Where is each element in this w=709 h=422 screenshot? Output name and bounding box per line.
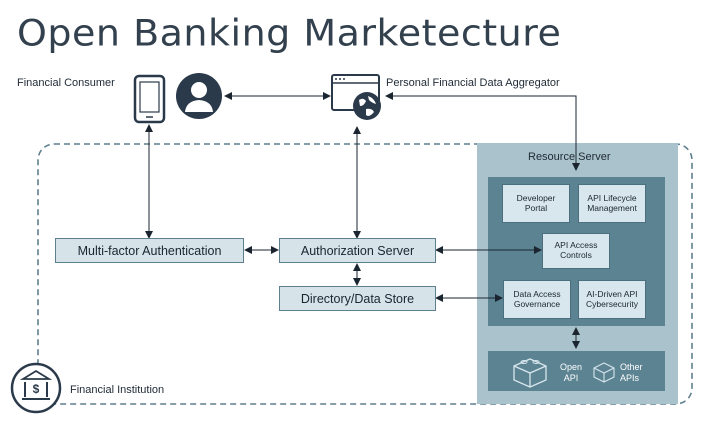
other-apis-icon <box>593 362 615 383</box>
page-title: Open Banking Marketecture <box>17 12 562 54</box>
open-api-icon <box>513 358 547 388</box>
api-panel <box>488 351 665 391</box>
user-icon <box>176 73 222 119</box>
aggregator-label: Personal Financial Data Aggregator <box>386 77 560 89</box>
institution-boundary <box>37 143 693 405</box>
financial-consumer-label: Financial Consumer <box>17 77 115 89</box>
browser-globe-icon <box>331 74 381 120</box>
other-apis-label: Other APIs <box>620 362 643 383</box>
authorization-server-box: Authorization Server <box>279 238 436 263</box>
directory-data-store-box: Directory/Data Store <box>279 286 436 311</box>
api-lifecycle-box: API Lifecycle Management <box>578 184 646 223</box>
open-api-label: Open API <box>559 362 583 383</box>
mfa-box: Multi-factor Authentication <box>55 238 244 263</box>
svg-text:$: $ <box>33 382 40 396</box>
developer-portal-box: Developer Portal <box>502 184 570 223</box>
connector-aggregator-resource <box>385 92 580 171</box>
resource-server-title: Resource Server <box>528 151 611 163</box>
financial-institution-label: Financial Institution <box>70 384 165 396</box>
bank-icon: $ <box>10 362 62 414</box>
phone-icon <box>133 74 166 124</box>
ai-api-cybersecurity-box: AI-Driven API Cybersecurity <box>578 280 646 319</box>
data-access-governance-box: Data Access Governance <box>503 280 571 319</box>
api-access-controls-box: API Access Controls <box>542 233 610 269</box>
